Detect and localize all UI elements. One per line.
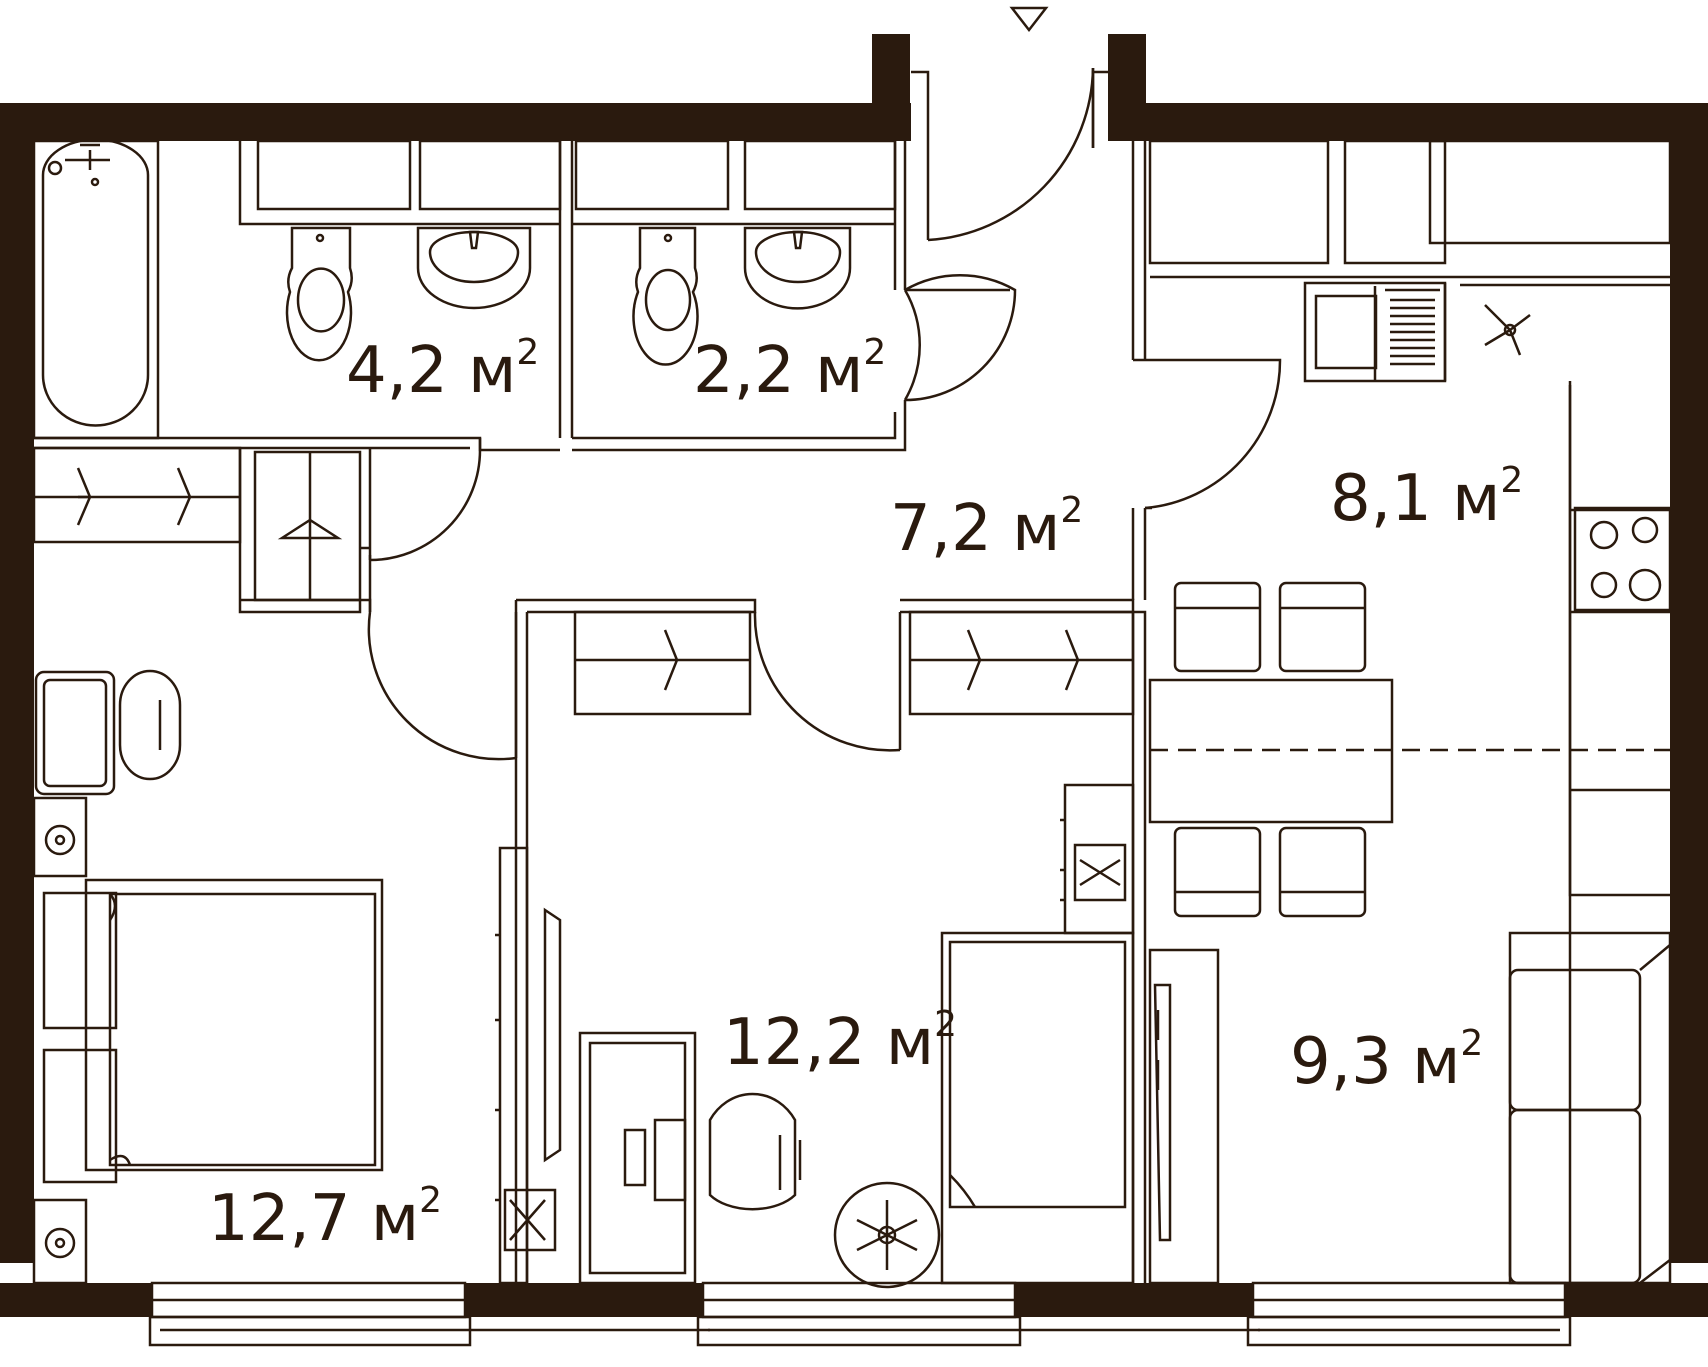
bed-1 — [42, 878, 384, 1184]
kitchen-counter — [1443, 283, 1670, 1283]
dining-table — [1148, 581, 1670, 918]
nightstand-bedroom2 — [1060, 783, 1135, 935]
bathroom-cabinets — [238, 139, 562, 226]
kitchen-upper-cabinets — [1148, 139, 1672, 279]
wardrobe-bedroom1 — [495, 846, 562, 1285]
wardrobe-top-left — [32, 446, 362, 602]
area-toilet: 2,2 м2 — [693, 332, 886, 408]
fan-icon — [1484, 304, 1531, 356]
area-hallway: 7,2 м2 — [890, 490, 1083, 566]
stove-icon — [1573, 506, 1672, 612]
sofa — [1508, 931, 1672, 1285]
area-living: 9,3 м2 — [1290, 1023, 1483, 1099]
interior-walls — [34, 141, 1152, 1283]
sink-small — [743, 226, 852, 310]
office-chair — [708, 1092, 802, 1211]
area-labels: 4,2 м2 2,2 м2 7,2 м2 8,1 м2 9,3 м2 12,2 … — [208, 332, 1523, 1256]
armchair — [34, 669, 182, 796]
nightstand-top — [32, 796, 88, 878]
area-kitchen: 8,1 м2 — [1330, 460, 1523, 536]
toilet-bathroom — [285, 226, 353, 362]
area-bedroom-1: 12,7 м2 — [208, 1180, 442, 1256]
nightstand-bottom — [32, 1198, 88, 1285]
doors — [367, 67, 1282, 761]
bed-2 — [940, 931, 1135, 1285]
wardrobe-bedroom2 — [573, 610, 1135, 716]
area-bedroom-2: 12,2 м2 — [723, 1004, 957, 1080]
outer-walls — [0, 34, 1708, 1317]
bathtub — [32, 138, 160, 440]
desk — [578, 1031, 697, 1285]
tv-console — [1148, 948, 1220, 1285]
windows — [148, 1281, 1572, 1347]
toilet-cabinets — [572, 139, 897, 226]
toilet-small — [632, 226, 699, 366]
entrance-arrow-icon — [1009, 6, 1049, 33]
round-rug — [833, 1181, 941, 1289]
sink-bathroom — [416, 226, 532, 310]
area-bathroom: 4,2 м2 — [346, 332, 539, 408]
kitchen-sink — [1303, 281, 1447, 383]
